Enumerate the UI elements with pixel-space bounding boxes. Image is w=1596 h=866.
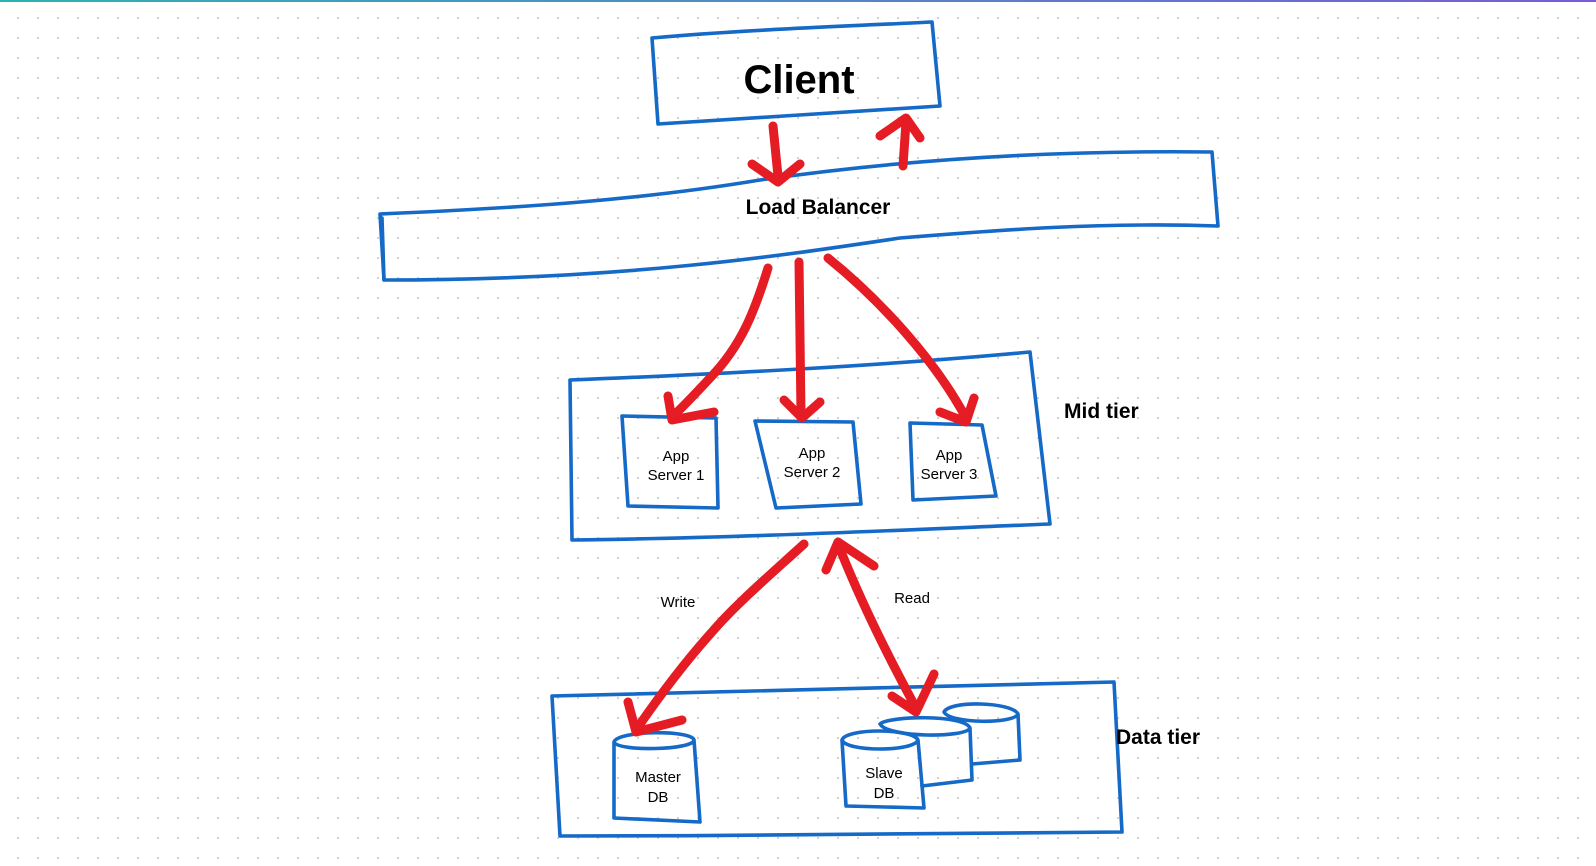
master-db-line1: Master [635,769,681,786]
lb-to-app-server-3-arrow [823,253,979,427]
client-label: Client [743,58,854,102]
load-balancer-box[interactable] [378,149,1220,282]
top-accent-strip [0,0,1596,2]
slave-db-cylinder[interactable] [840,729,926,810]
slave-db-line2: DB [874,785,895,802]
lb-to-app-server-1-arrow [663,263,773,425]
data-tier-box[interactable] [550,680,1124,838]
write-label: Write [661,594,696,611]
app-server-3-line1: App [936,447,963,464]
lb-to-app-server-2-arrow [779,257,825,423]
read-label: Read [894,590,930,607]
slave-db-cylinder-back [942,702,1022,766]
mid-tier-box[interactable] [568,350,1052,542]
app-server-1-line2: Server 1 [648,467,705,484]
slave-db-line1: Slave [865,765,903,782]
app-server-3-line2: Server 3 [921,466,978,483]
app-server-1-line1: App [663,448,690,465]
client-box[interactable] [650,20,942,126]
app-server-2-box[interactable] [753,419,863,510]
response-arrow [875,113,925,171]
load-balancer-label: Load Balancer [746,196,891,219]
mid-tier-label: Mid tier [1064,400,1139,423]
write-arrow [623,539,809,737]
read-arrow [821,537,939,717]
app-server-3-box[interactable] [908,421,998,502]
app-server-2-line2: Server 2 [784,464,841,481]
app-server-2-line1: App [799,445,826,462]
data-tier-label: Data tier [1116,726,1200,749]
request-arrow [747,121,805,187]
master-db-line2: DB [648,789,669,806]
load-balancer-box-edge [380,216,386,282]
